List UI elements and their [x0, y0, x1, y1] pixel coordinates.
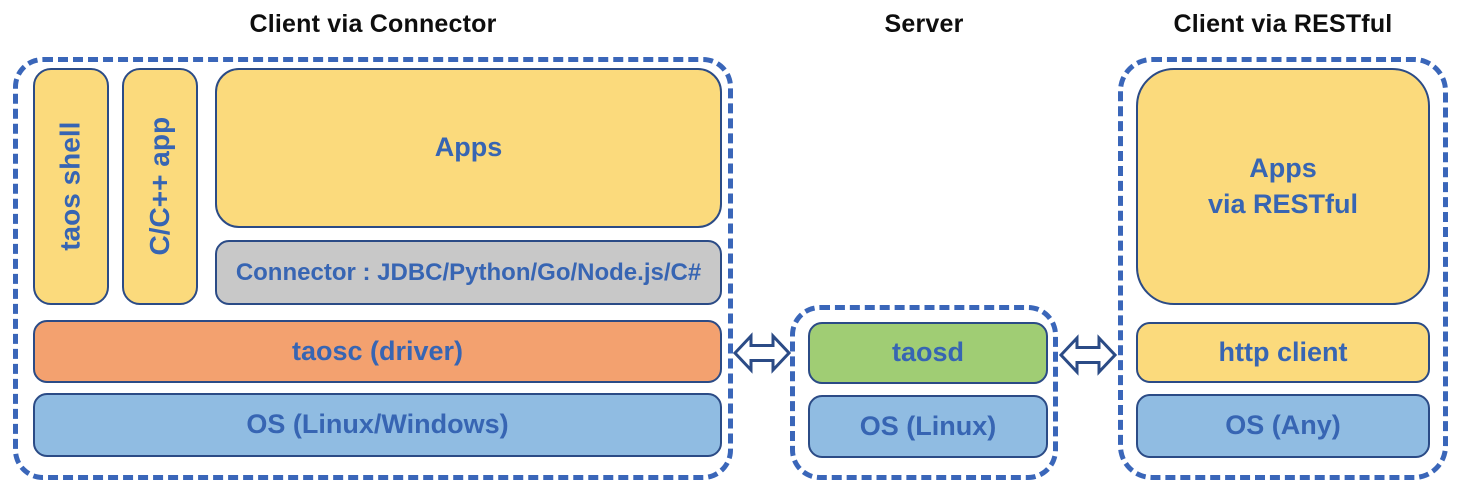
os-linux-label: OS (Linux): [859, 410, 997, 441]
server-group: [790, 305, 1058, 480]
client-via-restful-group: [1118, 57, 1448, 480]
os-any-box: OS (Any): [1136, 394, 1430, 458]
taosc-driver-box: taosc (driver): [33, 320, 722, 383]
bidirectional-arrow-icon-left: [733, 332, 791, 374]
bidirectional-arrow-icon-right: [1059, 334, 1117, 376]
section-title-server: Server: [884, 10, 964, 38]
taosd-box: taosd: [808, 322, 1048, 384]
apps-box: Apps: [215, 68, 722, 228]
cpp-app-box: C/C++ app: [122, 68, 198, 305]
apps-via-restful-label-line2: via RESTful: [1207, 188, 1359, 219]
apps-via-restful-label-line1: Apps: [1249, 153, 1317, 184]
apps-label: Apps: [434, 132, 503, 163]
section-title-client-via-connector: Client via Connector: [249, 10, 497, 38]
apps-via-restful-box: Apps via RESTful: [1136, 68, 1430, 305]
http-client-label: http client: [1218, 336, 1348, 367]
http-client-box: http client: [1136, 322, 1430, 383]
os-any-label: OS (Any): [1225, 410, 1341, 441]
client-via-connector-group: [13, 57, 733, 480]
os-linux-box: OS (Linux): [808, 395, 1048, 458]
os-linux-windows-label: OS (Linux/Windows): [246, 409, 509, 440]
taosd-label: taosd: [891, 337, 964, 368]
taosc-driver-label: taosc (driver): [291, 335, 464, 366]
taos-shell-box: taos shell: [33, 68, 109, 305]
connector-box: Connector : JDBC/Python/Go/Node.js/C#: [215, 240, 722, 305]
os-linux-windows-box: OS (Linux/Windows): [33, 393, 722, 457]
section-title-client-via-restful: Client via RESTful: [1173, 10, 1393, 38]
cpp-app-label: C/C++ app: [143, 117, 175, 256]
connector-label: Connector : JDBC/Python/Go/Node.js/C#: [235, 258, 702, 286]
taos-shell-label: taos shell: [54, 121, 86, 252]
